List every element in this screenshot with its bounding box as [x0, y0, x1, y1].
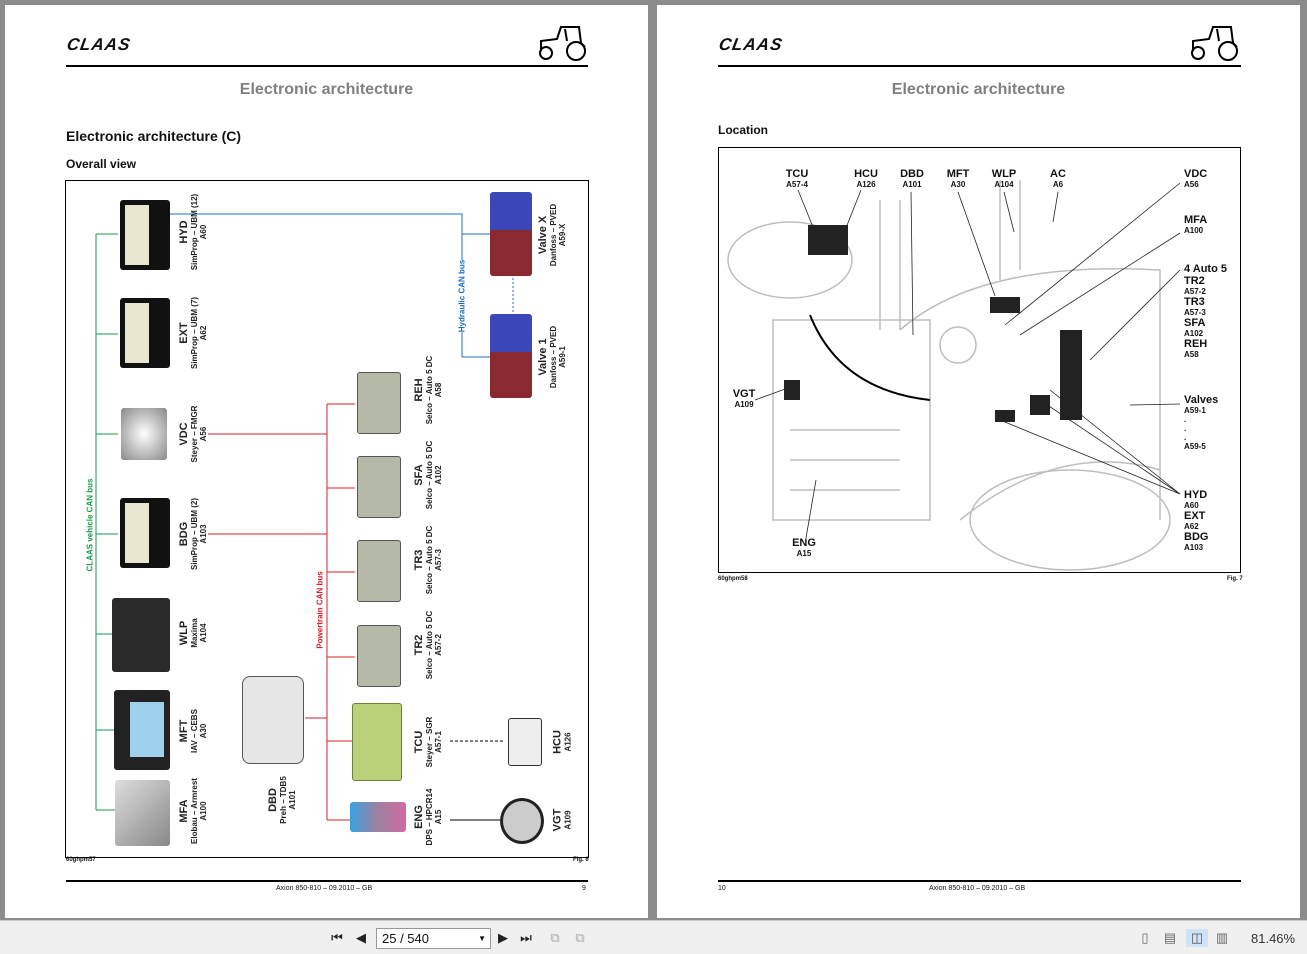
- viewer-toolbar: ⏮ ◀ 25 / 540▼ ▶ ⏭ ⧉ ⧉ ▯ ▤ ◫ ▥ 81.46%: [0, 920, 1307, 954]
- footer-rule: [66, 880, 588, 882]
- single-page-view-icon[interactable]: ▯: [1141, 930, 1149, 945]
- rotate-page-icon[interactable]: ⧉: [550, 930, 560, 945]
- hcu-image: [508, 718, 542, 766]
- vgt-image: [500, 798, 544, 844]
- first-page-icon[interactable]: ⏮: [331, 930, 343, 945]
- rotate-counter-icon[interactable]: ⧉: [575, 930, 585, 945]
- zoom-level[interactable]: 81.46%: [1251, 931, 1296, 946]
- page-number: 9: [582, 885, 586, 892]
- valve-x-image: [490, 192, 532, 276]
- sfa-module-image: [357, 456, 401, 518]
- page-number: 10: [718, 885, 726, 892]
- reh-module-image: [357, 372, 401, 434]
- footer-text: Axion 850-810 – 09.2010 – GB: [929, 885, 1026, 892]
- bdg-module-image: [120, 498, 170, 568]
- figure-id: 60ghpm57: [66, 857, 96, 863]
- tractor-location-drawing: [727, 180, 1181, 571]
- header-rule: [66, 65, 588, 67]
- bus-lines: [95, 213, 514, 821]
- header-rule: [718, 65, 1241, 67]
- tractor-icon: [1191, 26, 1238, 61]
- continuous-facing-view-icon[interactable]: ▥: [1215, 930, 1229, 945]
- subtitle: Overall view: [66, 157, 137, 171]
- dbd-dashboard-image: [242, 676, 304, 764]
- next-page-icon[interactable]: ▶: [498, 930, 508, 945]
- footer-text: Axion 850-810 – 09.2010 – GB: [276, 885, 373, 892]
- previous-page-icon[interactable]: ◀: [356, 930, 366, 945]
- section-title: Location: [718, 123, 768, 137]
- figure-label: Fig. 7: [1227, 576, 1243, 582]
- page-number-input[interactable]: 25 / 540▼: [376, 928, 491, 949]
- tractor-icon: [539, 26, 586, 61]
- header-title: Electronic architecture: [891, 81, 1066, 98]
- figure-id: 60ghpm58: [718, 576, 748, 582]
- footer-rule: [718, 880, 1241, 882]
- tcu-module-image: [352, 703, 402, 781]
- continuous-view-icon[interactable]: ▤: [1163, 930, 1177, 945]
- location-diagram: [718, 147, 1241, 573]
- header-title: Electronic architecture: [239, 81, 414, 98]
- mft-terminal-image: [114, 690, 170, 770]
- tr3-module-image: [357, 540, 401, 602]
- ext-module-image: [120, 298, 170, 368]
- wlp-panel-image: [112, 598, 170, 672]
- hyd-module-image: [120, 200, 170, 270]
- tr2-module-image: [357, 625, 401, 687]
- vdc-module-image: [121, 408, 167, 460]
- last-page-icon[interactable]: ⏭: [520, 930, 532, 945]
- mfa-armrest-image: [115, 780, 170, 846]
- section-title: Electronic architecture (C): [66, 128, 242, 144]
- eng-module-image: [350, 802, 406, 832]
- chevron-down-icon[interactable]: ▼: [478, 934, 486, 943]
- figure-label: Fig. 6: [573, 857, 589, 863]
- facing-view-icon[interactable]: ◫: [1186, 929, 1208, 947]
- valve-1-image: [490, 314, 532, 398]
